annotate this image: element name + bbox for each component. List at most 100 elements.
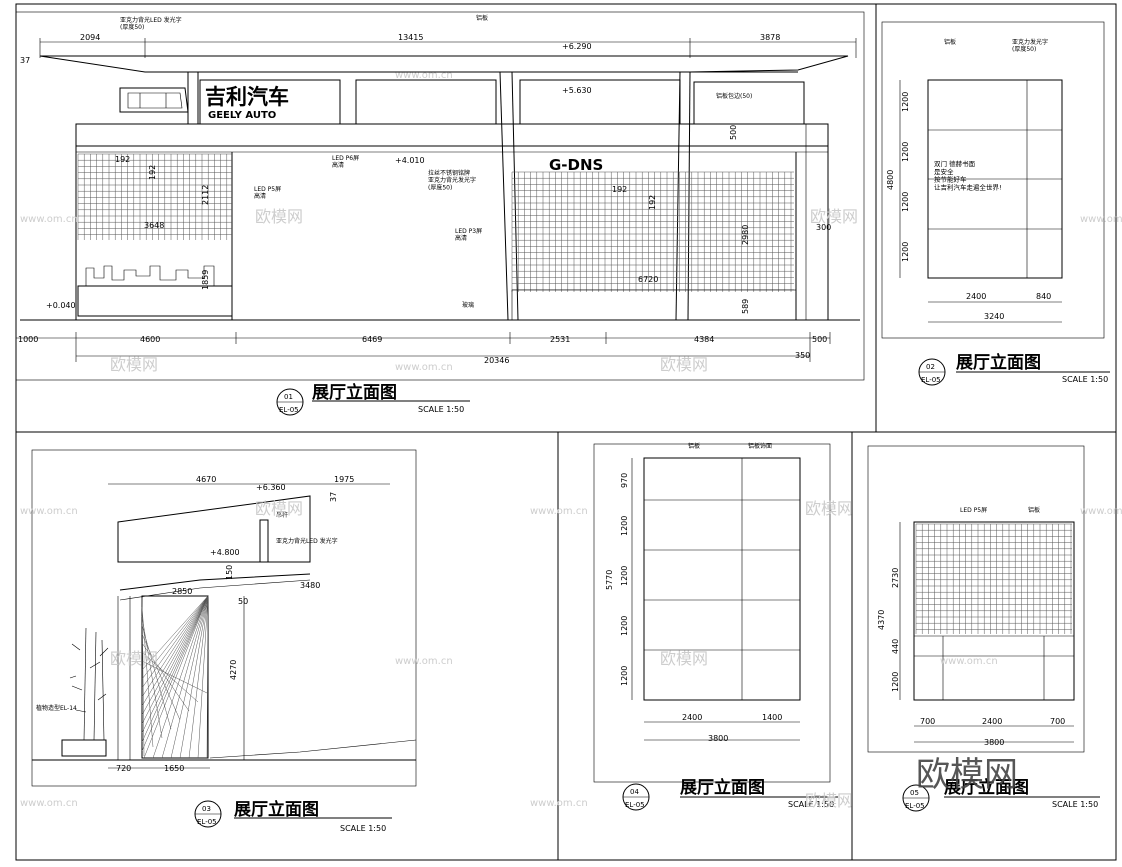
e03-note-led: 亚克力背光LED 发光字 <box>276 537 338 545</box>
e03-bottom-1: 1650 <box>164 764 184 773</box>
dim-192-b: 192 <box>612 185 627 194</box>
e05-h-total: 3800 <box>984 738 1004 747</box>
level-floor: +0.040 <box>46 301 76 310</box>
elevation-02: 铝板 亚克力发光字(厚度50) 双门 德赫书面是安全按节能好车让吉利汽车走遍全世… <box>881 21 1110 386</box>
watermark: www.om.cn www.om.cn 欧模网 欧模网 www.om.cn 欧模… <box>20 70 1122 810</box>
svg-text:www.om.cn: www.om.cn <box>395 656 453 667</box>
note-glass: 玻璃 <box>462 301 474 309</box>
led-grid-right <box>511 171 794 292</box>
led-grid-left <box>77 153 232 240</box>
elevation-01: 吉利汽车 GEELY AUTO G-DNS 亚克力背光LED 发光字(厚度50)… <box>15 14 860 416</box>
e04-h-0: 2400 <box>682 713 702 722</box>
note-led-p3: LED P3屏高清 <box>455 228 482 242</box>
dim-300: 300 <box>816 223 831 232</box>
svg-text:www.om.cn: www.om.cn <box>1080 506 1122 517</box>
reception-counter <box>77 265 233 317</box>
e02-h-0: 2400 <box>966 292 986 301</box>
svg-text:www.om.cn: www.om.cn <box>20 506 78 517</box>
svg-text:欧模网: 欧模网 <box>110 649 158 668</box>
e04-v-4: 1200 <box>620 666 629 686</box>
e04-h-total: 3800 <box>708 734 728 743</box>
view-id-03: 03 <box>202 805 211 813</box>
note-canopy: 铝板 <box>476 14 488 22</box>
dim-6720: 6720 <box>638 275 658 284</box>
level-mid: +5.630 <box>562 86 592 95</box>
svg-text:www.om.cn: www.om.cn <box>530 506 588 517</box>
sheet-ref-04: EL-05 <box>625 801 645 809</box>
e04-v-0: 970 <box>620 473 629 488</box>
top-dim-0: 2094 <box>80 33 100 42</box>
e03-dim-150: 150 <box>225 565 234 580</box>
e03-dim-50: 50 <box>238 597 248 606</box>
e02-v-2: 1200 <box>901 192 910 212</box>
e02-note-a: 铝板 <box>944 38 956 46</box>
view-title-03: 展厅立面图 <box>234 799 319 820</box>
e03-dim-3480: 3480 <box>300 581 320 590</box>
e02-v-3: 1200 <box>901 242 910 262</box>
led-grid-05 <box>915 523 1072 634</box>
dim-1859: 1859 <box>201 270 210 290</box>
gdns-label: G-DNS <box>549 156 603 174</box>
e02-note-b: 亚克力发光字(厚度50) <box>1012 38 1048 53</box>
e05-v-1: 440 <box>891 639 900 654</box>
dim-192-v2: 192 <box>648 195 657 210</box>
e03-lvl-top: +6.360 <box>256 483 286 492</box>
view-id-05: 05 <box>910 789 919 797</box>
svg-text:欧模网: 欧模网 <box>255 499 303 518</box>
title-block-05: 05 EL-05 展厅立面图 SCALE 1:50 <box>902 777 1100 812</box>
e03-dim-2850: 2850 <box>172 587 192 596</box>
e02-v-total: 4800 <box>886 170 895 190</box>
dim-192-v: 192 <box>148 165 157 180</box>
sheet-ref-02: EL-05 <box>921 376 941 384</box>
e05-note-b: 铝板 <box>1028 506 1040 514</box>
e04-v-total: 5770 <box>605 570 614 590</box>
level-led: +4.010 <box>395 156 425 165</box>
note-stainless: 拉丝不锈钢铭牌亚克力背光发光字(厚度50) <box>428 169 476 191</box>
bottom-dim-0: 1000 <box>18 335 38 344</box>
e05-note-led: LED P5屏 <box>960 507 987 514</box>
e02-v-0: 1200 <box>901 92 910 112</box>
svg-text:www.om.cn: www.om.cn <box>20 798 78 809</box>
svg-text:www.om.cn: www.om.cn <box>1080 214 1122 225</box>
svg-text:www.om.cn: www.om.cn <box>940 656 998 667</box>
e03-top-1: 1975 <box>334 475 354 484</box>
dim-2112: 2112 <box>201 185 210 205</box>
level-top: +6.290 <box>562 42 592 51</box>
e04-note-a: 铝板 <box>688 442 700 450</box>
sheet-ref-01: EL-05 <box>279 406 299 414</box>
scale-03: SCALE 1:50 <box>340 824 386 833</box>
e05-h-1: 2400 <box>982 717 1002 726</box>
bamboo-plant-icon <box>61 627 109 757</box>
tail-dim: 350 <box>795 351 810 360</box>
svg-text:欧模网: 欧模网 <box>660 355 708 374</box>
dim-37: 37 <box>20 56 30 65</box>
bottom-dim-3: 2531 <box>550 335 570 344</box>
e02-slogan: 双门 德赫书面是安全按节能好车让吉利汽车走遍全世界! <box>934 159 1002 191</box>
elevation-05: LED P5屏 铝板 4370 2730 440 1200 700 2400 7… <box>867 445 1100 812</box>
e05-v-total: 4370 <box>877 610 886 630</box>
sheet-ref-05: EL-05 <box>905 802 925 810</box>
e03-lvl-mid: +4.800 <box>210 548 240 557</box>
door-panel <box>141 595 209 759</box>
dim-3648: 3648 <box>144 221 164 230</box>
e04-v-3: 1200 <box>620 616 629 636</box>
view-title-05: 展厅立面图 <box>944 777 1029 798</box>
scale-04: SCALE 1:50 <box>788 800 834 809</box>
e04-v-1: 1200 <box>620 516 629 536</box>
e02-h-1: 840 <box>1036 292 1051 301</box>
svg-text:欧模网: 欧模网 <box>805 791 853 810</box>
e04-note-b: 铝板饰面 <box>748 442 772 450</box>
e04-v-2: 1200 <box>620 566 629 586</box>
bottom-dim-5: 500 <box>812 335 827 344</box>
title-block-02: 02 EL-05 展厅立面图 SCALE 1:50 <box>918 352 1110 386</box>
dim-500: 500 <box>729 125 738 140</box>
sheet-frame <box>15 3 1117 861</box>
bottom-dim-1: 4600 <box>140 335 160 344</box>
note-led-p6: LED P6屏高清 <box>332 155 359 169</box>
e03-dim-4270: 4270 <box>229 660 238 680</box>
e05-v-2: 1200 <box>891 672 900 692</box>
e02-h-total: 3240 <box>984 312 1004 321</box>
dim-2980: 2980 <box>741 225 750 245</box>
brand-cn-text: 吉利汽车 <box>205 85 289 109</box>
scale-05: SCALE 1:50 <box>1052 800 1098 809</box>
